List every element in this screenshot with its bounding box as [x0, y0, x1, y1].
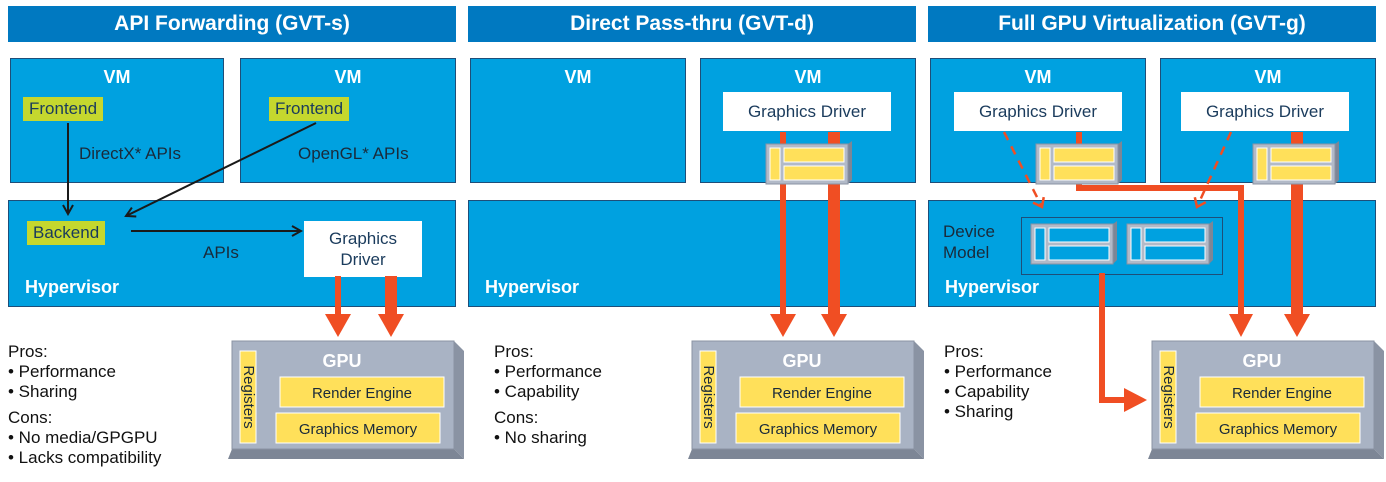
vm-label: VM	[564, 67, 592, 87]
con-item: • No media/GPGPU	[8, 428, 158, 447]
pro-item: • Capability	[944, 382, 1030, 401]
vm-label: VM	[334, 67, 362, 87]
vm-label: VM	[794, 67, 822, 87]
graphics-memory-block: Graphics Memory	[275, 412, 441, 444]
directx-apis-label: DirectX* APIs	[79, 144, 182, 163]
gvt-g-vm-1: VM Graphics Driver	[930, 58, 1146, 183]
svg-text:Graphics Memory: Graphics Memory	[299, 421, 418, 438]
pro-item: • Capability	[494, 382, 580, 401]
graphics-driver-box: Graphics Driver	[954, 92, 1122, 131]
gvt-d-vm-1: VM	[470, 58, 686, 183]
device-model-box	[1021, 217, 1223, 275]
gvt-s-vm-1: VM Frontend DirectX* APIs	[10, 58, 224, 183]
gpu-label: GPU	[782, 351, 821, 371]
svg-text:Render Engine: Render Engine	[312, 385, 412, 402]
graphics-memory-block: Graphics Memory	[1195, 412, 1361, 444]
render-engine-block: Render Engine	[739, 376, 905, 408]
backend-box: Backend	[27, 221, 106, 245]
apis-label: APIs	[203, 243, 239, 262]
svg-text:Graphics Memory: Graphics Memory	[759, 421, 878, 438]
graphics-memory-block: Graphics Memory	[735, 412, 901, 444]
svg-text:Render Engine: Render Engine	[1232, 385, 1332, 402]
pro-item: • Performance	[8, 362, 116, 381]
pro-item: • Performance	[494, 362, 602, 381]
svg-text:Graphics Memory: Graphics Memory	[1219, 421, 1338, 438]
driver-line-2: Driver	[340, 250, 386, 269]
render-engine-block: Render Engine	[1199, 376, 1365, 408]
device-model-label: Device Model	[943, 222, 995, 262]
con-item: • No sharing	[494, 428, 587, 447]
panel-gvt-s-header: API Forwarding (GVT-s)	[8, 6, 456, 42]
panel-gvt-d-header: Direct Pass-thru (GVT-d)	[468, 6, 916, 42]
hypervisor-label: Hypervisor	[485, 277, 580, 297]
gvt-g-hypervisor: Device Model Hypervisor	[928, 200, 1376, 307]
svg-text:Registers: Registers	[240, 365, 257, 428]
panel-gvt-g-header: Full GPU Virtualization (GVT-g)	[928, 6, 1376, 42]
hypervisor-label: Hypervisor	[945, 277, 1040, 297]
gvt-d-vm-2: VM Graphics Driver	[700, 58, 916, 183]
vm-label: VM	[1024, 67, 1052, 87]
pros-heading: Pros:	[944, 342, 984, 361]
gvt-s-pros-cons: Pros: • Performance • Sharing Cons: • No…	[8, 342, 161, 468]
cons-heading: Cons:	[494, 408, 539, 427]
con-item: • Lacks compatibility	[8, 448, 162, 467]
opengl-apis-label: OpenGL* APIs	[298, 144, 409, 163]
gvt-d-hypervisor: Hypervisor	[468, 200, 916, 307]
pro-item: • Sharing	[944, 402, 1014, 421]
pro-item: • Sharing	[8, 382, 78, 401]
pro-item: • Performance	[944, 362, 1052, 381]
svg-text:Registers: Registers	[1160, 365, 1177, 428]
vm-label: VM	[103, 67, 131, 87]
render-engine-block: Render Engine	[279, 376, 445, 408]
graphics-driver-box: Graphics Driver	[1181, 92, 1349, 131]
gvt-g-vm-2: VM Graphics Driver	[1160, 58, 1376, 183]
graphics-driver-box: Graphics Driver	[723, 92, 891, 131]
svg-text:Render Engine: Render Engine	[772, 385, 872, 402]
registers-block: Registers	[699, 350, 717, 444]
frontend-box: Frontend	[269, 97, 350, 121]
frontend-box: Frontend	[23, 97, 104, 121]
svg-text:Registers: Registers	[700, 365, 717, 428]
cons-heading: Cons:	[8, 408, 53, 427]
registers-block: Registers	[239, 350, 257, 444]
registers-block: Registers	[1159, 350, 1177, 444]
pros-heading: Pros:	[494, 342, 534, 361]
gvt-s-hypervisor: Backend APIs Graphics Driver Hypervisor	[8, 200, 456, 307]
gvt-d-pros-cons: Pros: • Performance • Capability Cons: •…	[494, 342, 602, 448]
vm-label: VM	[1254, 67, 1282, 87]
driver-line-1: Graphics	[328, 229, 398, 248]
gvt-g-pros-cons: Pros: • Performance • Capability • Shari…	[944, 342, 1052, 422]
gvt-s-vm-2: VM Frontend OpenGL* APIs	[240, 58, 456, 183]
gpu-label: GPU	[1242, 351, 1281, 371]
gpu-label: GPU	[322, 351, 361, 371]
pros-heading: Pros:	[8, 342, 48, 361]
graphics-driver-box: Graphics Driver	[304, 221, 422, 277]
hypervisor-label: Hypervisor	[25, 277, 120, 297]
